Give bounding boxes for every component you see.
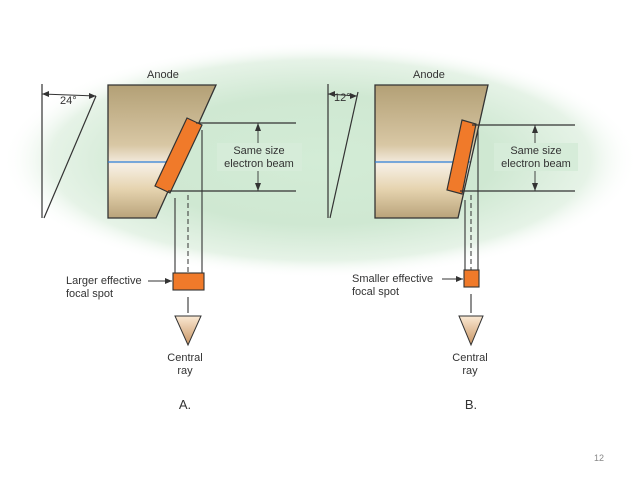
spot-pointer-arrow-icon xyxy=(456,276,463,282)
angle-slanted-line xyxy=(43,95,97,219)
angle-arrow-right-icon xyxy=(350,93,357,99)
angle-label: 24° xyxy=(60,95,77,107)
beam-label-line2: electron beam xyxy=(501,158,571,170)
angle-arrow-left-icon xyxy=(328,91,335,97)
focal-target xyxy=(446,119,477,195)
ray-label-line2: ray xyxy=(462,365,478,377)
central-ray-arrow-icon xyxy=(174,315,202,347)
anode-label: Anode xyxy=(147,69,179,81)
panel-b: 12° Anode Same size electron beam Smalle… xyxy=(327,69,578,412)
spot-pointer-arrow-icon xyxy=(165,278,172,284)
central-ray-arrow-icon xyxy=(458,315,484,347)
spot-label-line2: focal spot xyxy=(66,288,113,300)
beam-arrow-down-icon xyxy=(532,183,538,191)
effective-focal-spot xyxy=(463,269,480,288)
ray-label-line1: Central xyxy=(452,352,487,364)
spot-label-line1: Larger effective xyxy=(66,275,142,287)
ray-label-line1: Central xyxy=(167,352,202,364)
angle-arc-line xyxy=(41,93,97,97)
panel-letter: B. xyxy=(465,397,477,412)
angle-label: 12° xyxy=(334,92,351,104)
beam-arrow-up-icon xyxy=(255,123,261,131)
beam-arrow-down-icon xyxy=(255,183,261,191)
beam-arrow-up-icon xyxy=(532,125,538,133)
anode-label: Anode xyxy=(413,69,445,81)
anode-body xyxy=(107,84,218,219)
ray-label-line2: ray xyxy=(177,365,193,377)
beam-label-line2: electron beam xyxy=(224,158,294,170)
spot-label-line1: Smaller effective xyxy=(352,273,433,285)
angle-arrow-left-icon xyxy=(42,91,49,97)
beam-label-line1: Same size xyxy=(510,145,561,157)
page-number: 12 xyxy=(594,453,604,463)
angle-slanted-line xyxy=(329,91,359,219)
panel-a: 24° Anode Same size electron beam Larger… xyxy=(41,69,302,412)
beam-label-line1: Same size xyxy=(233,145,284,157)
angle-arrow-right-icon xyxy=(89,93,96,99)
spot-label-line2: focal spot xyxy=(352,286,399,298)
panel-letter: A. xyxy=(179,397,191,412)
effective-focal-spot xyxy=(172,272,205,291)
